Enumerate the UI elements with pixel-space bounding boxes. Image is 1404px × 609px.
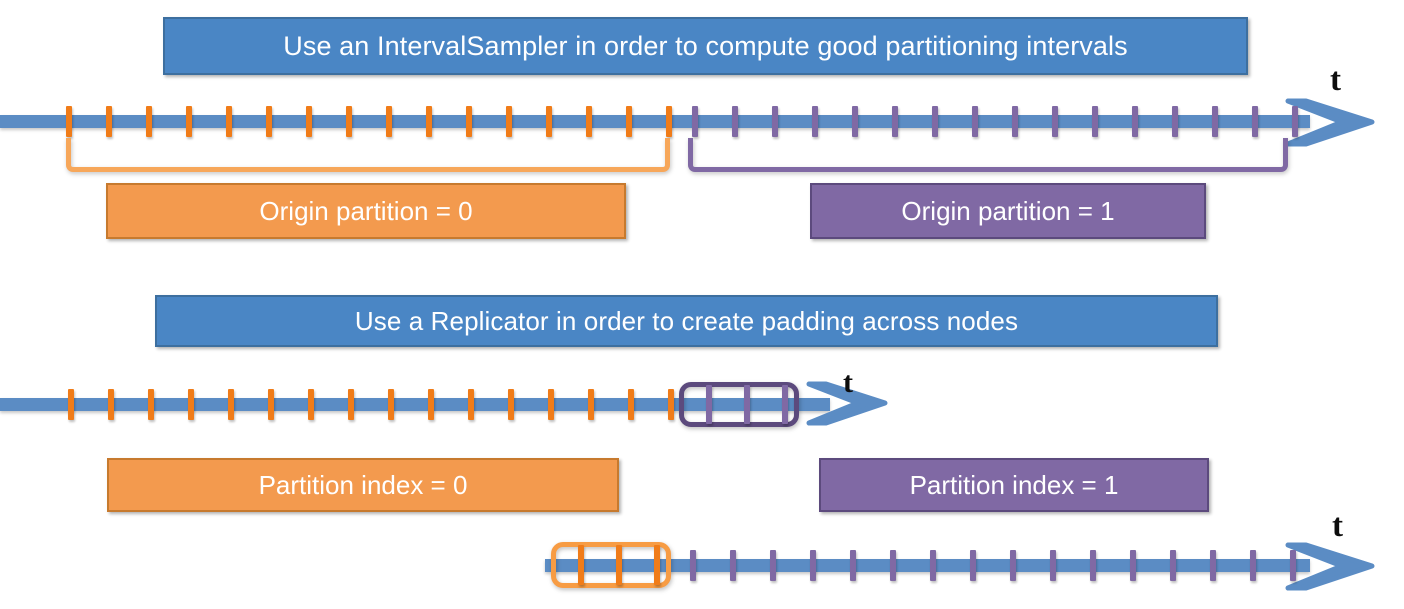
tick-purple [970, 550, 976, 581]
tick-purple [692, 106, 698, 137]
banner-replicator: Use a Replicator in order to create padd… [155, 295, 1218, 347]
tick-orange [306, 106, 312, 137]
tick-orange-padding [578, 545, 584, 585]
axis-line-3 [545, 559, 1310, 572]
tick-purple [850, 550, 856, 581]
tick-orange-padding [654, 545, 660, 585]
tick-orange [506, 106, 512, 137]
tick-purple [932, 106, 938, 137]
tick-purple [1132, 106, 1138, 137]
tick-purple [772, 106, 778, 137]
banner-interval-sampler: Use an IntervalSampler in order to compu… [163, 17, 1248, 75]
tick-orange [508, 389, 514, 420]
tick-purple [1130, 550, 1136, 581]
tick-orange [186, 106, 192, 137]
tick-orange [346, 106, 352, 137]
tick-purple [730, 550, 736, 581]
bracket-origin-partition-0 [66, 138, 670, 172]
tick-orange [106, 106, 112, 137]
tick-orange [146, 106, 152, 137]
tick-purple [930, 550, 936, 581]
tick-orange-padding [616, 545, 622, 585]
tick-purple-padding [706, 385, 712, 424]
tick-orange [386, 106, 392, 137]
bracket-origin-partition-1 [688, 138, 1288, 172]
tick-orange [548, 389, 554, 420]
tick-purple [890, 550, 896, 581]
timeline-axis-3 [0, 540, 1404, 600]
tick-orange [348, 389, 354, 420]
tick-purple [892, 106, 898, 137]
tick-purple [1292, 106, 1298, 137]
label-origin-partition-0: Origin partition = 0 [106, 183, 626, 239]
tick-purple [1170, 550, 1176, 581]
axis-line-1 [0, 115, 1310, 128]
padding-cell-box-orange [551, 542, 671, 588]
tick-purple [1010, 550, 1016, 581]
tick-purple [972, 106, 978, 137]
timeline-axis-2 [0, 380, 1404, 430]
tick-purple [1090, 550, 1096, 581]
tick-purple [1052, 106, 1058, 137]
tick-purple [1050, 550, 1056, 581]
tick-purple [1250, 550, 1256, 581]
tick-orange [148, 389, 154, 420]
tick-orange [466, 106, 472, 137]
tick-orange [546, 106, 552, 137]
tick-orange [68, 389, 74, 420]
tick-orange [226, 106, 232, 137]
axis-arrowhead-2 [806, 381, 888, 426]
tick-purple [690, 550, 696, 581]
timeline-axis-1 [0, 95, 1404, 150]
tick-orange [426, 106, 432, 137]
axis-arrowhead-3 [1285, 542, 1375, 591]
tick-purple [810, 550, 816, 581]
tick-orange [468, 389, 474, 420]
tick-purple [1092, 106, 1098, 137]
tick-orange [668, 389, 674, 420]
tick-orange [108, 389, 114, 420]
axis-label-t-2: t [843, 366, 853, 399]
padding-cell-box-purple [679, 382, 799, 427]
tick-orange [588, 389, 594, 420]
axis-label-t-1: t [1330, 62, 1341, 98]
tick-orange [66, 106, 72, 137]
tick-orange [188, 389, 194, 420]
tick-purple [732, 106, 738, 137]
tick-orange [586, 106, 592, 137]
axis-label-t-3: t [1332, 508, 1343, 544]
tick-orange [268, 389, 274, 420]
tick-orange [266, 106, 272, 137]
label-origin-partition-1: Origin partition = 1 [810, 183, 1206, 239]
tick-orange [626, 106, 632, 137]
tick-purple-padding [744, 385, 750, 424]
tick-orange [666, 106, 672, 137]
tick-purple [1210, 550, 1216, 581]
tick-purple [852, 106, 858, 137]
tick-purple [1212, 106, 1218, 137]
axis-line-2 [0, 398, 830, 411]
tick-purple [770, 550, 776, 581]
tick-purple-padding [782, 385, 788, 424]
label-partition-index-1: Partition index = 1 [819, 458, 1209, 512]
tick-orange [388, 389, 394, 420]
tick-orange [628, 389, 634, 420]
tick-orange [428, 389, 434, 420]
tick-purple [1012, 106, 1018, 137]
axis-arrowhead-1 [1285, 98, 1375, 147]
tick-orange [308, 389, 314, 420]
label-partition-index-0: Partition index = 0 [107, 458, 619, 512]
tick-purple [1252, 106, 1258, 137]
tick-purple [812, 106, 818, 137]
tick-purple [1290, 550, 1296, 581]
tick-purple [1172, 106, 1178, 137]
tick-orange [228, 389, 234, 420]
